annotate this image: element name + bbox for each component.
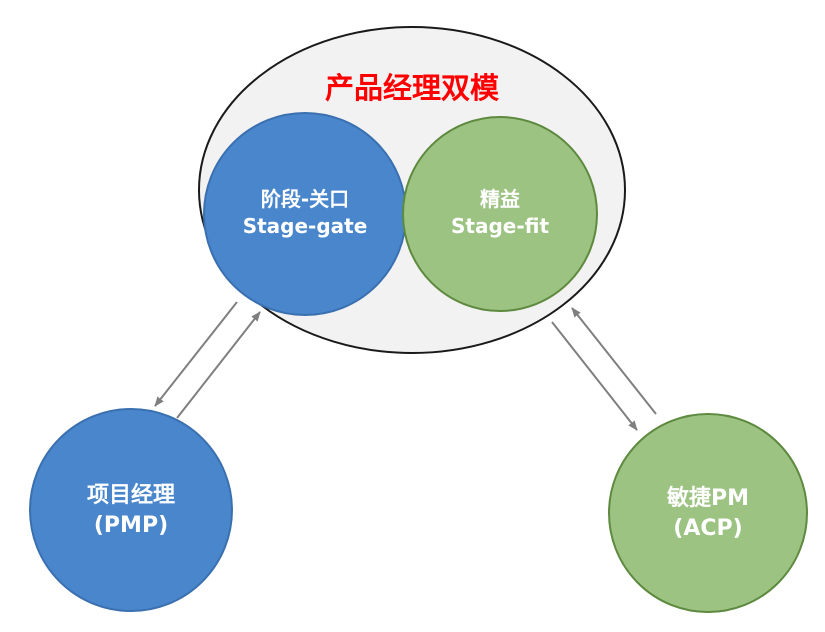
arrow-pmp-to-stage-gate [176, 311, 261, 419]
stage-gate-label-cn: 阶段-关口 [261, 187, 349, 211]
stage-gate-label-en: Stage-gate [243, 214, 368, 238]
lean-circle [402, 116, 598, 312]
acp-label-en: (ACP) [673, 516, 742, 541]
pmp-label-cn: 项目经理 [87, 482, 175, 508]
pmp-label-en: (PMP) [94, 513, 168, 538]
arrow-acp-to-lean [571, 307, 657, 415]
lean-label-cn: 精益 [480, 187, 520, 211]
acp-circle [608, 413, 808, 613]
diagram-title: 产品经理双模 [325, 71, 500, 105]
arrow-lean-to-acp [551, 321, 638, 431]
arrow-stage-gate-to-pmp [154, 301, 238, 407]
lean-label-en: Stage-fit [451, 214, 549, 238]
acp-label-cn: 敏捷PM [666, 485, 749, 511]
pmp-circle [29, 408, 233, 612]
